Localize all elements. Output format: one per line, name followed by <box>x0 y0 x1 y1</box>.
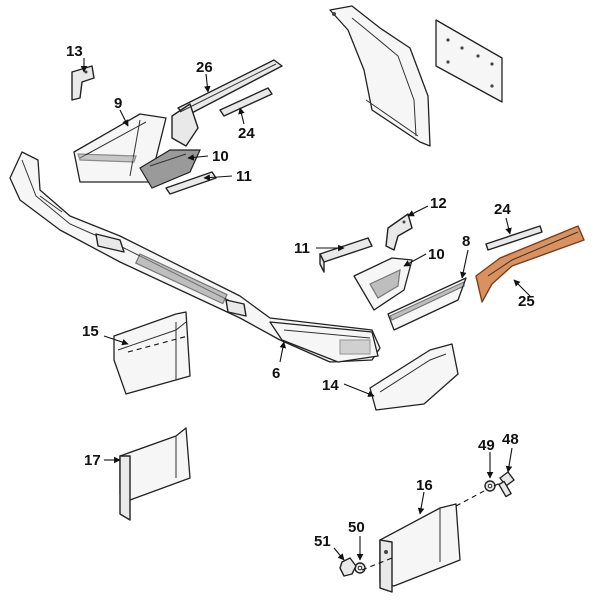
callout-11-mid: 11 <box>294 240 310 257</box>
callout-10-mid: 10 <box>428 246 445 263</box>
callout-16: 16 <box>416 477 433 494</box>
callout-17: 17 <box>84 452 101 469</box>
bracket-12 <box>385 213 413 251</box>
strip-24-top <box>219 87 273 117</box>
callout-51: 51 <box>314 533 331 550</box>
fender-extension-25 <box>475 225 585 303</box>
callout-11-top: 11 <box>236 168 252 185</box>
callout-50: 50 <box>348 519 365 536</box>
upper-fender-panel <box>329 5 431 147</box>
callout-12: 12 <box>430 195 447 212</box>
fastener-49-washer <box>484 480 496 492</box>
fastener-50-washer <box>354 562 366 574</box>
inner-panel-8 <box>387 277 467 331</box>
front-bumper-assembly <box>9 151 381 363</box>
bracket-16 <box>379 503 461 593</box>
bracket-13 <box>71 65 95 101</box>
callout-8: 8 <box>462 233 470 250</box>
strip-11-mid <box>319 237 373 273</box>
bracket-14 <box>369 343 459 411</box>
bracket-17 <box>119 427 191 521</box>
callout-10-top: 10 <box>212 148 229 165</box>
fastener-48-bolt <box>498 471 515 498</box>
mud-flap-plate <box>435 19 503 103</box>
support-bar-26 <box>171 59 283 147</box>
callout-labels: 13 26 9 24 10 11 12 24 11 10 8 25 15 6 1… <box>66 43 535 550</box>
callout-14: 14 <box>322 377 339 394</box>
callout-15: 15 <box>82 323 99 340</box>
inner-panel-9 <box>73 113 167 183</box>
callout-48: 48 <box>502 431 519 448</box>
assembly-dashed-lines <box>127 335 503 571</box>
channel-10-mid <box>353 257 413 311</box>
callout-13: 13 <box>66 43 83 60</box>
leader-lines <box>80 58 531 561</box>
callout-6: 6 <box>272 365 280 382</box>
fastener-51-nut <box>339 557 357 577</box>
callout-24-top: 24 <box>238 125 255 142</box>
callout-9: 9 <box>114 95 122 112</box>
callout-25: 25 <box>518 293 535 310</box>
channel-10-top <box>139 149 201 189</box>
strip-24-right <box>485 225 543 251</box>
callout-24-right: 24 <box>494 201 511 218</box>
callout-49: 49 <box>478 437 495 454</box>
bracket-15 <box>113 311 191 395</box>
callout-26: 26 <box>196 59 213 76</box>
